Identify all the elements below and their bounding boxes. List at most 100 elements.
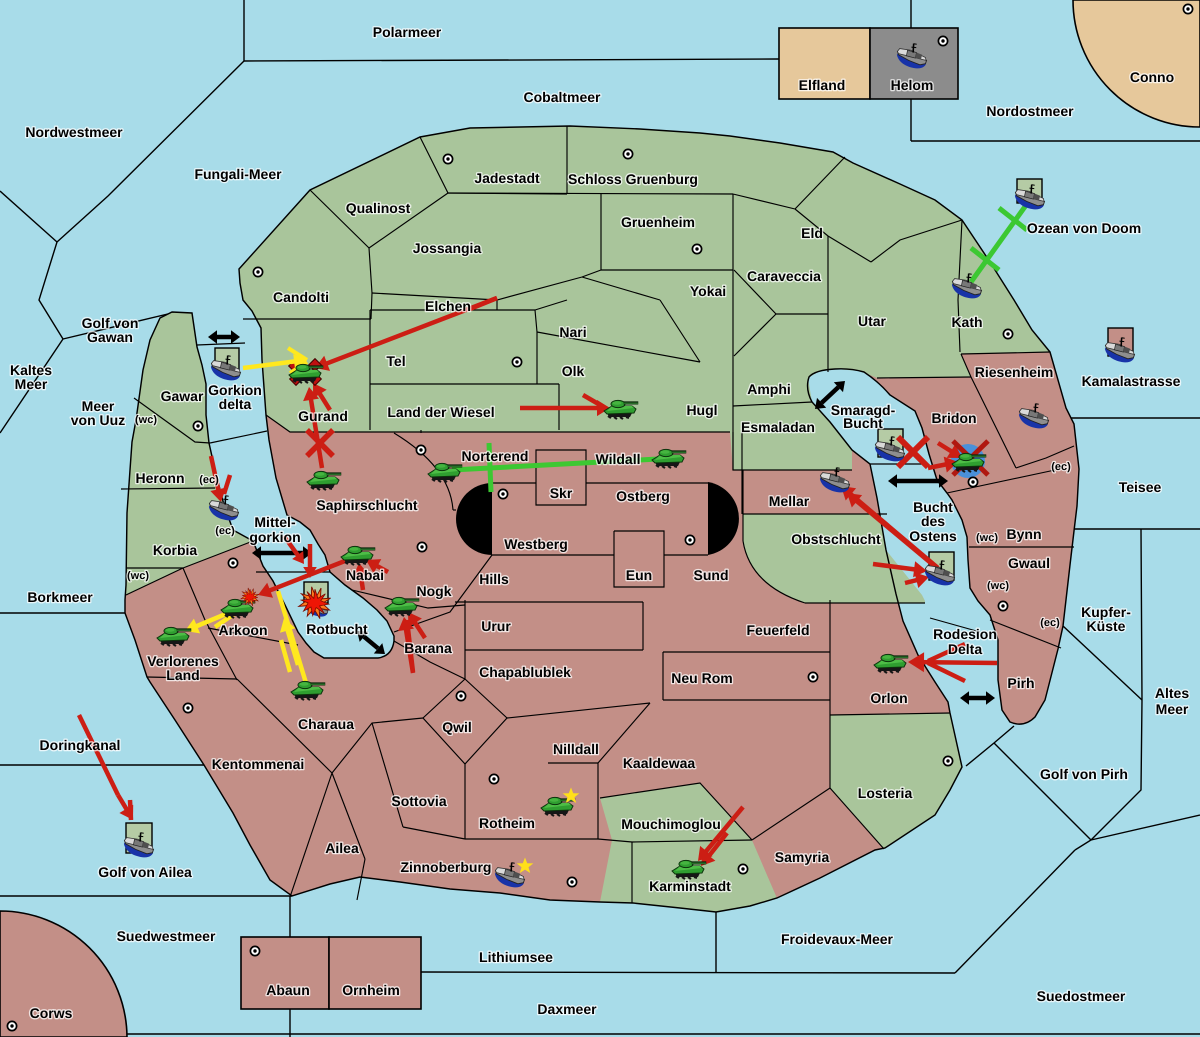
svg-text:Land: Land <box>166 667 199 683</box>
svg-text:Schloss Gruenburg: Schloss Gruenburg <box>568 171 698 187</box>
svg-text:Ornheim: Ornheim <box>342 982 400 998</box>
svg-text:Rodesion: Rodesion <box>933 626 997 642</box>
svg-text:Fungali-Meer: Fungali-Meer <box>194 166 282 182</box>
svg-text:Caraveccia: Caraveccia <box>747 268 821 284</box>
svg-text:Bridon: Bridon <box>931 410 976 426</box>
svg-text:Altes: Altes <box>1155 685 1189 701</box>
svg-text:Nabai: Nabai <box>346 567 384 583</box>
svg-text:Helom: Helom <box>891 77 934 93</box>
svg-text:Suedwestmeer: Suedwestmeer <box>117 928 216 944</box>
svg-text:Jadestadt: Jadestadt <box>474 170 540 186</box>
svg-text:Gruenheim: Gruenheim <box>621 214 695 230</box>
svg-text:Charaua: Charaua <box>298 716 354 732</box>
svg-text:Nilldall: Nilldall <box>553 741 599 757</box>
svg-text:Kath: Kath <box>951 314 982 330</box>
svg-text:(wc): (wc) <box>135 414 157 426</box>
svg-text:Karminstadt: Karminstadt <box>649 878 731 894</box>
svg-text:Land der Wiesel: Land der Wiesel <box>387 404 494 420</box>
svg-text:Verlorenes: Verlorenes <box>147 653 219 669</box>
svg-text:Ostberg: Ostberg <box>616 488 670 504</box>
svg-text:Candolti: Candolti <box>273 289 329 305</box>
svg-text:Utar: Utar <box>858 313 887 329</box>
svg-text:Olk: Olk <box>562 363 585 379</box>
svg-text:delta: delta <box>219 396 252 412</box>
svg-text:Golf von: Golf von <box>82 315 139 331</box>
svg-text:Wildall: Wildall <box>596 451 641 467</box>
svg-text:Polarmeer: Polarmeer <box>373 24 442 40</box>
svg-text:Doringkanal: Doringkanal <box>40 737 121 753</box>
svg-text:(ec): (ec) <box>1040 617 1060 629</box>
svg-text:Mellar: Mellar <box>769 493 810 509</box>
svg-text:Mittel-: Mittel- <box>254 514 296 530</box>
svg-text:Nordostmeer: Nordostmeer <box>986 103 1074 119</box>
svg-text:Gorkion: Gorkion <box>208 382 262 398</box>
svg-text:Kamalastrasse: Kamalastrasse <box>1082 373 1181 389</box>
svg-text:Cobaltmeer: Cobaltmeer <box>523 89 601 105</box>
svg-text:Suedostmeer: Suedostmeer <box>1037 988 1126 1004</box>
svg-text:von Uuz: von Uuz <box>71 412 125 428</box>
svg-text:Nogk: Nogk <box>417 583 452 599</box>
svg-text:Skr: Skr <box>550 485 573 501</box>
svg-text:Korbia: Korbia <box>153 542 198 558</box>
svg-text:Qualinost: Qualinost <box>346 200 411 216</box>
svg-text:Ostens: Ostens <box>909 528 957 544</box>
svg-text:Corws: Corws <box>30 1005 73 1021</box>
svg-text:(wc): (wc) <box>987 580 1009 592</box>
svg-text:Meer: Meer <box>1156 701 1189 717</box>
svg-text:Arkoon: Arkoon <box>219 622 268 638</box>
svg-text:Norterend: Norterend <box>462 448 529 464</box>
svg-text:Kaltes: Kaltes <box>10 362 52 378</box>
svg-text:Ailea: Ailea <box>325 840 359 856</box>
svg-text:Kaaldewaa: Kaaldewaa <box>623 755 696 771</box>
svg-text:des: des <box>921 513 945 529</box>
svg-text:Nordwestmeer: Nordwestmeer <box>25 124 123 140</box>
svg-text:Mouchimoglou: Mouchimoglou <box>621 816 721 832</box>
svg-text:Chapablublek: Chapablublek <box>479 664 571 680</box>
svg-text:Gawar: Gawar <box>161 388 204 404</box>
svg-text:Hugl: Hugl <box>686 402 717 418</box>
svg-text:Barana: Barana <box>404 640 452 656</box>
svg-text:Küste: Küste <box>1087 618 1126 634</box>
svg-text:Neu Rom: Neu Rom <box>671 670 732 686</box>
svg-text:Gurand: Gurand <box>298 408 348 424</box>
svg-text:Amphi: Amphi <box>747 381 791 397</box>
svg-text:Pirh: Pirh <box>1007 675 1034 691</box>
svg-text:Lithiumsee: Lithiumsee <box>479 949 553 965</box>
svg-text:gorkion: gorkion <box>249 529 300 545</box>
svg-text:Conno: Conno <box>1130 69 1174 85</box>
svg-text:Gawan: Gawan <box>87 329 133 345</box>
svg-text:Yokai: Yokai <box>690 283 726 299</box>
svg-text:Tel: Tel <box>386 353 405 369</box>
svg-text:Nari: Nari <box>559 324 586 340</box>
svg-text:Delta: Delta <box>948 641 982 657</box>
svg-text:Rotbucht: Rotbucht <box>306 621 368 637</box>
svg-text:Kupfer-: Kupfer- <box>1081 604 1131 620</box>
svg-text:Golf von Pirh: Golf von Pirh <box>1040 766 1128 782</box>
svg-text:(ec): (ec) <box>215 525 235 537</box>
svg-text:Ozean von Doom: Ozean von Doom <box>1027 220 1141 236</box>
svg-text:Borkmeer: Borkmeer <box>27 589 93 605</box>
svg-text:Sund: Sund <box>694 567 729 583</box>
svg-text:Samyria: Samyria <box>775 849 830 865</box>
svg-text:Gwaul: Gwaul <box>1008 555 1050 571</box>
svg-text:Elchen: Elchen <box>425 298 471 314</box>
svg-text:Heronn: Heronn <box>136 470 185 486</box>
svg-text:Rotheim: Rotheim <box>479 815 535 831</box>
svg-text:Eld: Eld <box>801 225 823 241</box>
svg-text:Bucht: Bucht <box>913 499 953 515</box>
svg-text:Bucht: Bucht <box>843 415 883 431</box>
svg-text:Riesenheim: Riesenheim <box>975 364 1054 380</box>
svg-text:Saphirschlucht: Saphirschlucht <box>316 497 417 513</box>
svg-text:Esmaladan: Esmaladan <box>741 419 815 435</box>
svg-text:Elfland: Elfland <box>799 77 846 93</box>
svg-text:(wc): (wc) <box>976 532 998 544</box>
svg-text:Zinnoberburg: Zinnoberburg <box>401 859 492 875</box>
svg-text:Smaragd-: Smaragd- <box>831 402 896 418</box>
svg-text:Bynn: Bynn <box>1007 526 1042 542</box>
svg-text:Meer: Meer <box>15 376 48 392</box>
svg-text:Sottovia: Sottovia <box>391 793 446 809</box>
svg-text:Qwil: Qwil <box>442 719 472 735</box>
svg-text:Meer: Meer <box>82 398 115 414</box>
svg-text:Losteria: Losteria <box>858 785 913 801</box>
svg-text:Abaun: Abaun <box>266 982 310 998</box>
